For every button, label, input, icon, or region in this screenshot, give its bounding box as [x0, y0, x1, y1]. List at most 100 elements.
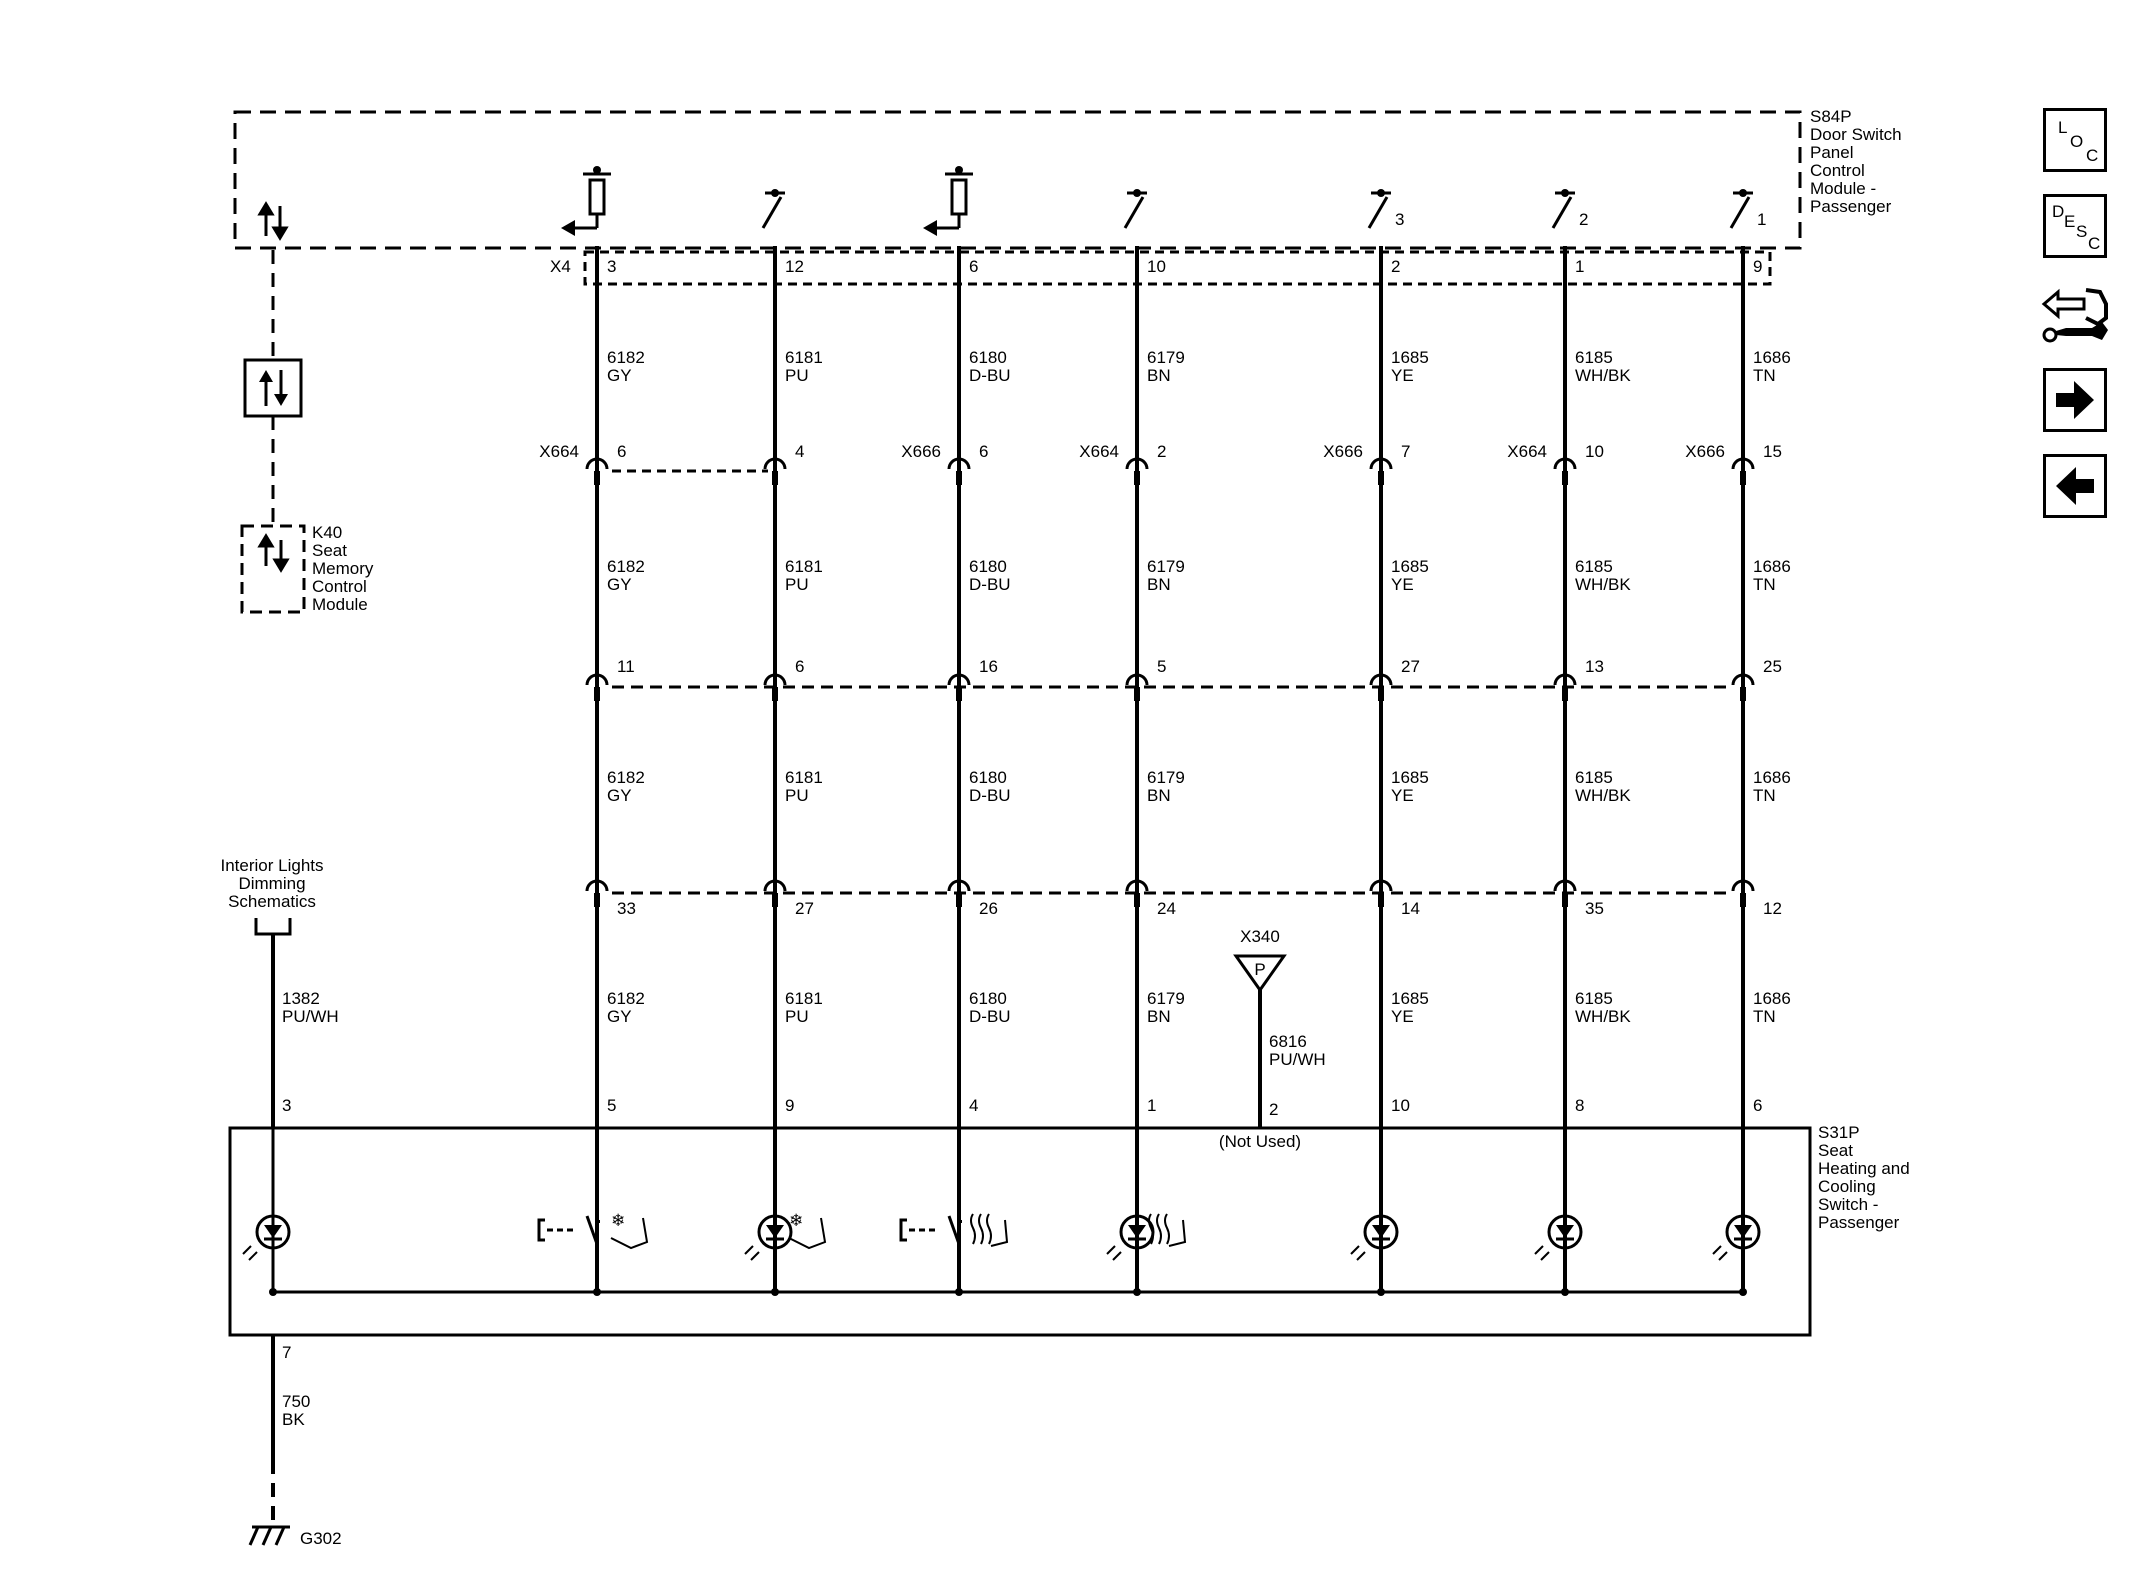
left-circuit-number: 1382	[282, 989, 320, 1008]
circuit-color: TN	[1753, 575, 1776, 594]
circuit-number: 1685	[1391, 989, 1429, 1008]
circuit-color: TN	[1753, 786, 1776, 805]
s84p-id: S84P	[1810, 107, 1852, 126]
resistor-icon	[588, 178, 606, 216]
circuit-color: GY	[607, 575, 632, 594]
switch-spacer	[959, 1220, 962, 1223]
relay-node-icon	[593, 166, 601, 174]
k40-label: K40 Seat Memory Control Module	[312, 523, 374, 614]
circuit-number: 6179	[1147, 989, 1185, 1008]
light-ray	[744, 1245, 754, 1255]
indicator-lamp-icon	[757, 1214, 793, 1250]
diode-icon	[1734, 1225, 1752, 1238]
x600-connector-icon-pin	[1740, 687, 1746, 701]
switch-number: 3	[1395, 210, 1404, 229]
not-used-label: (Not Used)	[1219, 1132, 1301, 1151]
circuit-number: 1686	[1753, 557, 1791, 576]
k40-line: Module	[312, 595, 368, 614]
inline-connector-icon	[1125, 457, 1149, 470]
switch-contact-icon	[1123, 196, 1145, 229]
next-page-button[interactable]	[2043, 368, 2107, 432]
indicator-lamp-icon	[1547, 1214, 1583, 1250]
desc-letter-e: E	[2064, 212, 2076, 231]
inline-connector-icon	[1731, 457, 1755, 470]
splice-dot	[1133, 1288, 1141, 1296]
inline-connector-label: X664	[539, 442, 579, 461]
x340-pin: 24	[1157, 899, 1176, 918]
switch-bracket	[899, 1218, 907, 1242]
inline-connector-icon	[1553, 457, 1577, 470]
serial-data-node-icon	[243, 358, 303, 418]
switch-bracket	[537, 1218, 545, 1242]
switch-contact-icon	[761, 196, 783, 229]
inline-connector-icon-pin	[594, 471, 600, 485]
circuit-number: 6181	[785, 989, 823, 1008]
inline-pin: 4	[795, 442, 804, 461]
x340-connector-icon	[1125, 879, 1149, 892]
s31p-line: Seat	[1818, 1141, 1853, 1160]
bottom-pin: 8	[1575, 1096, 1584, 1115]
desc-letter-d: D	[2052, 202, 2065, 221]
indicator-lamp-icon	[1725, 1214, 1761, 1250]
inline-connector-icon-pin	[1562, 471, 1568, 485]
splice-dot	[1561, 1288, 1569, 1296]
indicator-lamp-icon	[1363, 1214, 1399, 1250]
x340-connector-icon	[1369, 879, 1393, 892]
arrow-left-icon	[923, 220, 937, 236]
k40-line: Control	[312, 577, 367, 596]
desc-button[interactable]: D E S C	[2043, 194, 2107, 258]
wire-columns: 36182GY6182GY6182GY6182GY6X66411335❄1261…	[537, 166, 1791, 1296]
s31p-line: Passenger	[1818, 1213, 1900, 1232]
ground-symbol-icon	[248, 1525, 290, 1546]
left-top-pin: 3	[282, 1096, 291, 1115]
resistor-icon	[950, 178, 968, 216]
light-ray	[1718, 1251, 1728, 1261]
loc-letter-o: O	[2070, 132, 2084, 151]
inline-connector-label: X666	[1685, 442, 1725, 461]
loc-button[interactable]: L O C	[2043, 108, 2107, 172]
circuit-number: 1685	[1391, 768, 1429, 787]
x600-connector-icon	[1553, 673, 1577, 686]
x4-connector-box	[583, 250, 1772, 286]
inline-pin: 10	[1585, 442, 1604, 461]
x340-connector-icon-pin	[1740, 893, 1746, 907]
x340p-pin: 2	[1269, 1100, 1278, 1119]
diagnostic-tools-icon[interactable]	[2036, 278, 2114, 350]
light-ray	[1356, 1251, 1366, 1261]
k40-line: Memory	[312, 559, 374, 578]
pushbutton-switch-icon	[585, 1215, 599, 1245]
circuit-color: GY	[607, 366, 632, 385]
x340-pin: 26	[979, 899, 998, 918]
left-circuit-color: PU/WH	[282, 1007, 339, 1026]
inline-pin: 15	[1763, 442, 1782, 461]
x600-pin: 6	[795, 657, 804, 676]
ground-circuit-color: BK	[282, 1410, 305, 1429]
s84p-line: Panel	[1810, 143, 1853, 162]
x340-pin: 14	[1401, 899, 1420, 918]
switch-number: 1	[1757, 210, 1766, 229]
bottom-pin: 4	[969, 1096, 978, 1115]
top-pin: 1	[1575, 257, 1584, 276]
circuit-number: 6181	[785, 557, 823, 576]
circuit-color: PU	[785, 1007, 809, 1026]
x600-connector-icon	[947, 673, 971, 686]
interior-lights-line: Schematics	[228, 892, 316, 911]
x600-connector-icon-pin	[1378, 687, 1384, 701]
top-pin: 2	[1391, 257, 1400, 276]
bottom-pin: 9	[785, 1096, 794, 1115]
circuit-color: GY	[607, 1007, 632, 1026]
circuit-color: D-BU	[969, 1007, 1011, 1026]
inline-connector-icon	[763, 457, 787, 470]
circuit-number: 1686	[1753, 989, 1791, 1008]
circuit-number: 6185	[1575, 989, 1613, 1008]
interior-lights-line: Interior Lights	[221, 856, 324, 875]
x340p-circuit-number: 6816	[1269, 1032, 1307, 1051]
seat-outline-icon	[1168, 1219, 1187, 1247]
circuit-number: 1685	[1391, 557, 1429, 576]
previous-page-button[interactable]	[2043, 454, 2107, 518]
x340-connector-icon-pin	[1562, 893, 1568, 907]
top-pin: 12	[785, 257, 804, 276]
circuit-color: D-BU	[969, 786, 1011, 805]
cooling-snowflake-icon: ❄	[611, 1211, 625, 1230]
